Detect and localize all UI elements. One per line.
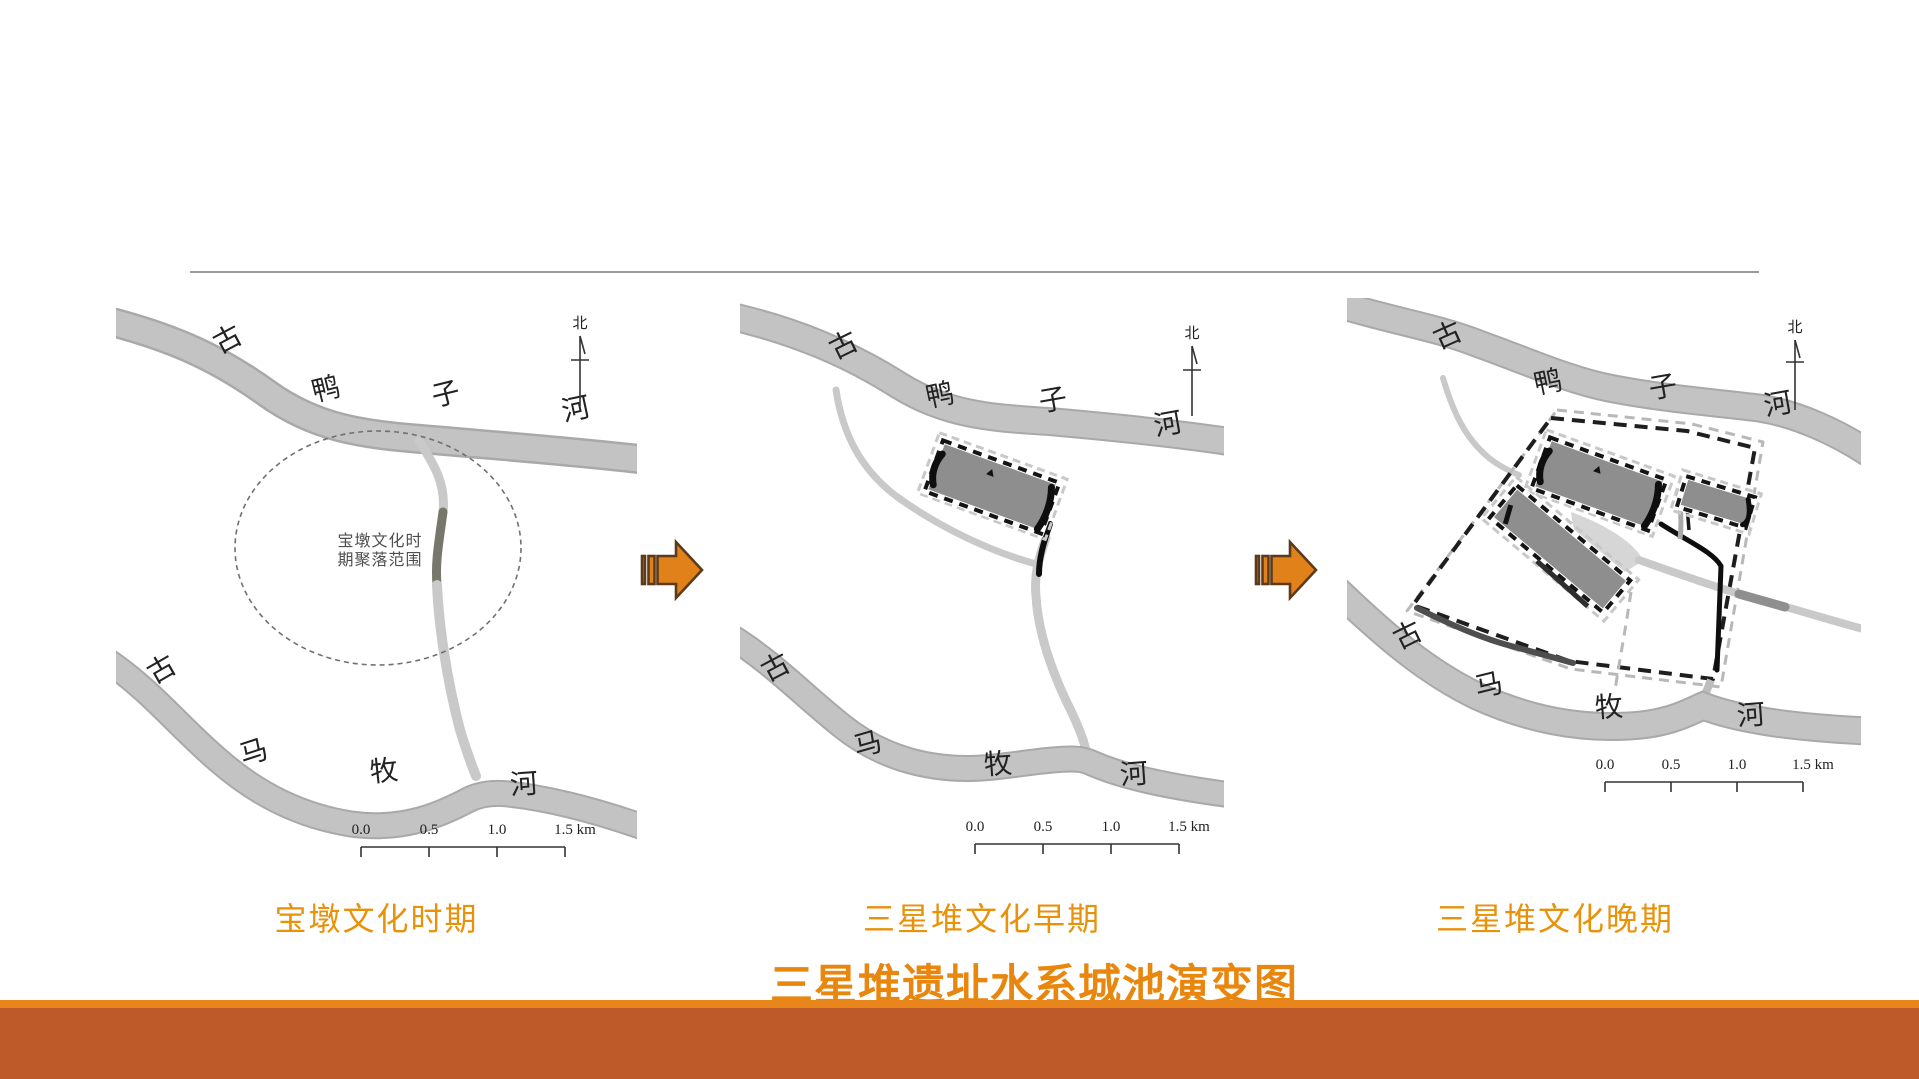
scale-tick-0: 0.0 — [1596, 757, 1615, 773]
scale-bar-line — [1604, 781, 1804, 792]
north-arrow: 北 — [1786, 319, 1804, 410]
north-arrow-barb — [1794, 339, 1801, 359]
mamu-label-char4: 河 — [509, 769, 539, 802]
north-label: 北 — [1184, 325, 1199, 342]
settlement-range-ellipse — [234, 430, 522, 666]
mamu-river-fill — [116, 652, 637, 838]
southwest-wall-accent-west — [1502, 504, 1514, 525]
east-wall-accent — [1740, 496, 1752, 528]
site-marker-triangle — [986, 468, 994, 477]
scale-tick-2: 1.0 — [488, 822, 507, 838]
stage-arrow-1 — [640, 538, 704, 602]
mamu-label-char2: 马 — [1472, 668, 1507, 705]
wall-accent-west — [929, 450, 946, 489]
map-panel-baodun: 宝墩文化时 期聚落范围 古 鸭 子 河 古 马 牧 河 北 0.0 0.5 1.… — [116, 298, 637, 881]
mamu-river-fill — [740, 628, 1224, 806]
outer-wall-black-dashed — [1411, 416, 1757, 681]
southwest-dark-stream — [1414, 605, 1576, 666]
map-panel-sanxingdui-late: 古 鸭 子 河 古 马 牧 河 北 0.0 0.5 1.0 1.5 km — [1347, 298, 1861, 881]
scale-tick-3: 1.5 km — [554, 822, 596, 838]
yazi-label-char4: 河 — [1762, 387, 1795, 422]
yazi-river-fill — [116, 310, 637, 472]
stream-dark-segment — [431, 507, 448, 590]
north-label: 北 — [572, 315, 587, 332]
mamu-river-fill — [1347, 582, 1861, 744]
top-separator-line — [190, 271, 1759, 273]
yazi-river-fill — [1347, 298, 1861, 463]
east-embankment — [1658, 521, 1724, 673]
wall-accent-east — [1033, 483, 1055, 533]
stream-lower — [432, 580, 481, 781]
north-arrow: 北 — [1183, 325, 1201, 416]
yazi-label-char3: 子 — [429, 377, 464, 414]
outer-wall-gray-dashed — [1405, 408, 1765, 689]
yazi-label-char2: 鸭 — [1531, 364, 1565, 401]
stream-upper — [414, 436, 448, 517]
yazi-label-char4: 河 — [559, 392, 593, 428]
arrow-stripe-thin — [1254, 554, 1261, 586]
wall-accent-west — [1536, 447, 1553, 486]
north-arrow-barb — [579, 335, 586, 355]
scale-tick-2: 1.0 — [1102, 819, 1121, 835]
yazi-label-char3: 子 — [1037, 383, 1070, 418]
yazi-label-char2: 鸭 — [923, 377, 957, 414]
scale-tick-1: 0.5 — [420, 822, 439, 838]
stream-south — [1031, 533, 1093, 767]
east-city-wall — [1668, 468, 1764, 536]
site-marker-triangle — [1593, 465, 1601, 474]
yazi-label-char4: 河 — [1152, 407, 1185, 442]
footer-orange-stripe — [0, 1000, 1919, 1008]
scale-tick-0: 0.0 — [966, 819, 985, 835]
scale-tick-1: 0.5 — [1034, 819, 1053, 835]
main-city-wall — [1522, 427, 1677, 539]
map-late-svg: 古 鸭 子 河 古 马 牧 河 北 0.0 0.5 1.0 1.5 km — [1347, 298, 1861, 792]
stage-arrow-2 — [1254, 538, 1318, 602]
west-moat-channel — [832, 386, 1040, 568]
scale-tick-2: 1.0 — [1728, 757, 1747, 773]
north-arrow: 北 — [571, 315, 589, 406]
scale-tick-0: 0.0 — [352, 822, 371, 838]
southwest-wall-accent-south — [1535, 559, 1590, 609]
mamu-label-char4: 河 — [1736, 700, 1766, 733]
yazi-river-fill — [740, 305, 1224, 454]
settlement-annotation-line2: 期聚落范围 — [337, 551, 422, 569]
arrow-body — [1270, 538, 1318, 602]
arrow-stripe-thick — [1261, 554, 1270, 586]
caption-sanxingdui-early: 三星堆文化早期 — [862, 901, 1101, 937]
scale-tick-3: 1.5 km — [1168, 819, 1210, 835]
map-early-svg: 古 鸭 子 河 古 马 牧 河 北 0.0 0.5 1.0 1.5 km — [740, 303, 1224, 854]
inner-division-gray-dashed — [1613, 591, 1633, 691]
scale-bar: 0.0 0.5 1.0 1.5 km — [966, 819, 1210, 854]
scale-bar: 0.0 0.5 1.0 1.5 km — [352, 822, 596, 857]
city-moat-outline — [915, 430, 1070, 542]
footer-rust-band — [0, 1008, 1919, 1079]
mamu-label-char4: 河 — [1119, 759, 1149, 792]
mamu-label-char3: 牧 — [983, 748, 1013, 782]
mamu-label-char3: 牧 — [368, 754, 399, 789]
arrow-body — [656, 538, 704, 602]
caption-sanxingdui-late: 三星堆文化晚期 — [1435, 901, 1674, 937]
scale-bar: 0.0 0.5 1.0 1.5 km — [1596, 757, 1834, 792]
map-baodun-svg: 宝墩文化时 期聚落范围 古 鸭 子 河 古 马 牧 河 北 0.0 0.5 1.… — [116, 307, 637, 857]
caption-baodun: 宝墩文化时期 — [274, 901, 479, 937]
early-city-wall — [915, 430, 1070, 542]
arrow-stripe-thick — [647, 554, 656, 586]
wall-accent-east — [1640, 480, 1662, 530]
west-moat-channel — [1440, 375, 1522, 478]
north-label: 北 — [1787, 319, 1802, 336]
east-moat-outline — [1668, 468, 1764, 536]
map-panel-sanxingdui-early: 古 鸭 子 河 古 马 牧 河 北 0.0 0.5 1.0 1.5 km — [740, 298, 1224, 881]
scale-tick-1: 0.5 — [1662, 757, 1681, 773]
southwest-city-wall — [1479, 474, 1641, 624]
yazi-label-char3: 子 — [1647, 370, 1680, 405]
scale-bar-line — [360, 846, 566, 857]
north-arrow-barb — [1191, 345, 1198, 365]
scale-bar-line — [974, 843, 1180, 854]
southwest-moat-outline — [1479, 474, 1641, 624]
arrow-stripe-thin — [640, 554, 647, 586]
settlement-annotation-line1: 宝墩文化时 — [337, 532, 422, 550]
scale-tick-3: 1.5 km — [1792, 757, 1834, 773]
east-stream-dark-segment — [1734, 589, 1790, 612]
mamu-label-char3: 牧 — [1594, 691, 1624, 725]
